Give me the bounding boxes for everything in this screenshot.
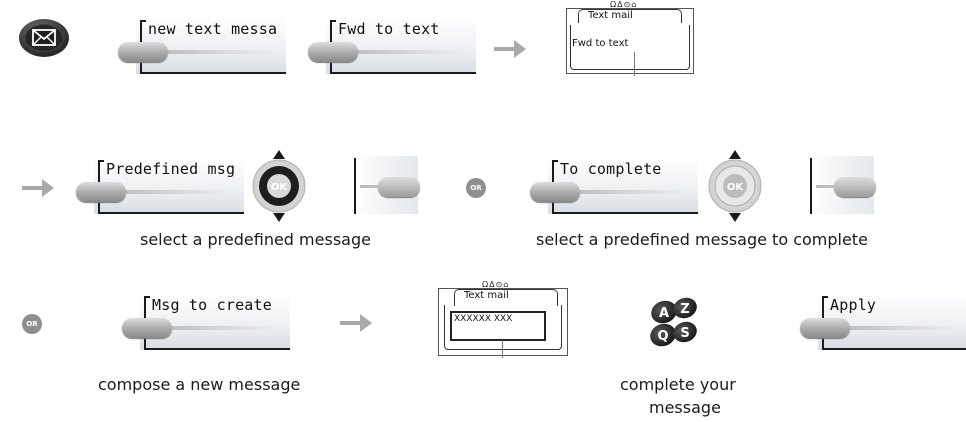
softkey-msg-to-create[interactable]: Msg to create xyxy=(122,292,290,356)
ok-label: OK xyxy=(727,182,745,193)
screen-tab-title: Text mail xyxy=(588,10,633,21)
softkey-fwd-to-text[interactable]: Fwd to text xyxy=(308,16,476,80)
softkey-label: Fwd to text xyxy=(338,20,440,38)
screen-tab-title: Text mail xyxy=(464,290,509,301)
envelope-icon xyxy=(19,19,69,57)
softkey-label: Apply xyxy=(830,296,877,314)
caption-compose-new: compose a new message xyxy=(98,375,301,394)
arrow-right-icon xyxy=(340,314,372,332)
phone-screen-compose: ΩΔ⊙⌂ Text mail XXXXXX XXX xyxy=(438,280,568,360)
screen-body-text: Fwd to text xyxy=(572,38,629,49)
ok-navigator[interactable]: OK xyxy=(707,148,763,224)
arrow-right-icon xyxy=(494,40,526,58)
arrow-right-icon xyxy=(22,179,54,197)
status-icons: ΩΔ⊙⌂ xyxy=(482,280,510,289)
softkey-apply[interactable]: Apply xyxy=(800,292,966,356)
phone-screen-fwd-to-text: ΩΔ⊙⌂ Text mail Fwd to text xyxy=(566,0,694,78)
softkey-small[interactable] xyxy=(806,156,878,220)
softkey-to-complete[interactable]: To complete xyxy=(530,156,698,220)
caption-complete-line1: complete your xyxy=(620,375,736,394)
ok-label: OK xyxy=(271,182,289,193)
softkey-label: To complete xyxy=(560,160,662,178)
key-letter-s: S xyxy=(680,326,689,341)
ok-navigator[interactable]: OK xyxy=(251,148,307,224)
message-key[interactable] xyxy=(18,18,70,58)
message-input-text: XXXXXX XXX xyxy=(454,314,513,324)
caption-select-to-complete: select a predefined message to complete xyxy=(536,230,868,249)
key-letter-q: Q xyxy=(657,329,668,344)
or-badge: OR xyxy=(22,314,42,334)
key-letter-z: Z xyxy=(680,302,689,317)
key-letter-a: A xyxy=(659,306,669,321)
status-icons: ΩΔ⊙⌂ xyxy=(610,0,638,9)
alphanumeric-keypad-icon[interactable]: A Z Q S xyxy=(645,296,705,348)
softkey-new-text-message[interactable]: new text messa xyxy=(118,16,286,80)
softkey-small[interactable] xyxy=(350,156,422,220)
caption-complete-line2: message xyxy=(649,398,721,417)
softkey-label: Msg to create xyxy=(152,296,272,314)
message-input[interactable] xyxy=(450,311,546,341)
softkey-label: new text messa xyxy=(148,20,278,38)
softkey-label: Predefined msg xyxy=(106,160,236,178)
softkey-predefined-msg[interactable]: Predefined msg xyxy=(76,156,244,220)
or-badge: OR xyxy=(466,178,486,198)
caption-select-predefined: select a predefined message xyxy=(140,230,371,249)
